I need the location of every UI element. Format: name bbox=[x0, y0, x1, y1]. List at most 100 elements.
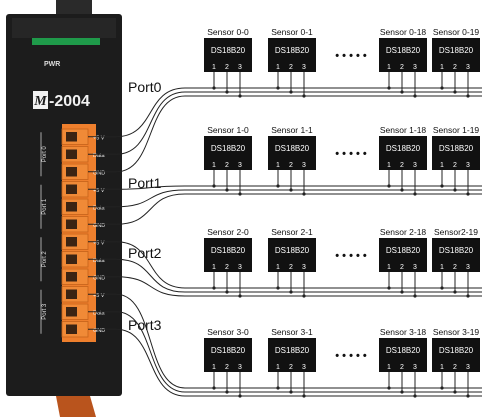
sensor-label: Sensor 0-1 bbox=[271, 27, 313, 37]
model-mark-box bbox=[33, 91, 48, 109]
screw-slot bbox=[66, 272, 77, 282]
junction-dot bbox=[466, 294, 470, 298]
junction-dot bbox=[276, 286, 280, 290]
chip-pin-number: 2 bbox=[453, 162, 457, 169]
chip-pin-number: 1 bbox=[440, 364, 444, 371]
ellipsis-more-sensors: • • • • • bbox=[335, 50, 367, 62]
junction-dot bbox=[225, 90, 229, 94]
feed-wire bbox=[88, 193, 186, 225]
chip-pin-number: 3 bbox=[466, 264, 470, 271]
junction-dot bbox=[387, 86, 391, 90]
chip-pin-number: 1 bbox=[212, 64, 216, 71]
ellipsis-more-sensors: • • • • • bbox=[335, 350, 367, 362]
junction-dot bbox=[413, 192, 417, 196]
chip-pin-number: 2 bbox=[225, 64, 229, 71]
sensor-label: Sensor 3-18 bbox=[380, 327, 427, 337]
junction-dot bbox=[238, 192, 242, 196]
chip-label: DS18B20 bbox=[439, 46, 474, 55]
pwr-led-strip bbox=[32, 38, 100, 45]
junction-dot bbox=[238, 94, 242, 98]
sensor-label: Sensor 0-19 bbox=[433, 27, 480, 37]
port-side-label: Port 2 bbox=[42, 251, 48, 268]
junction-dot bbox=[225, 390, 229, 394]
junction-dot bbox=[440, 86, 444, 90]
junction-dot bbox=[238, 394, 242, 398]
port-side-label: Port 1 bbox=[42, 198, 48, 215]
chip-pin-number: 3 bbox=[413, 162, 417, 169]
feed-wire bbox=[88, 276, 186, 297]
sensor-label: Sensor 3-19 bbox=[433, 327, 480, 337]
feed-wire bbox=[88, 185, 186, 190]
junction-dot bbox=[238, 294, 242, 298]
feed-wire bbox=[88, 95, 186, 173]
chip-pin-number: 2 bbox=[225, 264, 229, 271]
chip-pin-number: 2 bbox=[289, 64, 293, 71]
pin-label: Data bbox=[93, 258, 106, 264]
feed-wire bbox=[88, 91, 186, 155]
sensor-label: Sensor 2-1 bbox=[271, 227, 313, 237]
screw-slot bbox=[66, 167, 77, 177]
pwr-label: PWR bbox=[44, 61, 60, 68]
model-name: -2004 bbox=[49, 93, 90, 110]
pin-label: +5 V bbox=[93, 135, 105, 141]
junction-dot bbox=[466, 192, 470, 196]
ds18b20-chip bbox=[379, 238, 427, 272]
chip-pin-number: 2 bbox=[400, 264, 404, 271]
sensor-label: Sensor 0-18 bbox=[380, 27, 427, 37]
feed-wire bbox=[88, 87, 186, 138]
junction-dot bbox=[413, 294, 417, 298]
chip-pin-number: 3 bbox=[302, 364, 306, 371]
chip-label: DS18B20 bbox=[211, 246, 246, 255]
chip-label: DS18B20 bbox=[439, 246, 474, 255]
terminal-pin: +5 V bbox=[61, 233, 105, 250]
junction-dot bbox=[387, 386, 391, 390]
chip-pin-number: 3 bbox=[466, 364, 470, 371]
ds18b20-chip bbox=[379, 38, 427, 72]
terminal-pin: +5 V bbox=[61, 128, 105, 145]
chip-pin-number: 3 bbox=[302, 162, 306, 169]
port-label: Port0 bbox=[128, 79, 162, 95]
chip-pin-number: 1 bbox=[387, 364, 391, 371]
chip-label: DS18B20 bbox=[386, 346, 421, 355]
feed-wire bbox=[88, 328, 186, 397]
chip-pin-number: 2 bbox=[400, 64, 404, 71]
chip-pin-number: 3 bbox=[238, 64, 242, 71]
sensor-label: Sensor 3-1 bbox=[271, 327, 313, 337]
junction-dot bbox=[440, 386, 444, 390]
chip-label: DS18B20 bbox=[275, 144, 310, 153]
ds18b20-chip bbox=[204, 38, 252, 72]
junction-dot bbox=[302, 294, 306, 298]
chip-pin-number: 3 bbox=[466, 162, 470, 169]
junction-dot bbox=[400, 290, 404, 294]
screw-slot bbox=[66, 289, 77, 299]
chip-pin-number: 1 bbox=[212, 364, 216, 371]
pin-label: GND bbox=[93, 170, 105, 176]
chip-pin-number: 1 bbox=[387, 64, 391, 71]
screw-slot bbox=[66, 184, 77, 194]
ds18b20-chip bbox=[432, 238, 480, 272]
sensor-label: Sensor 1-0 bbox=[207, 125, 249, 135]
junction-dot bbox=[387, 286, 391, 290]
junction-dot bbox=[289, 188, 293, 192]
model-mark: M bbox=[33, 94, 47, 109]
chip-pin-number: 3 bbox=[413, 364, 417, 371]
chip-pin-number: 3 bbox=[466, 64, 470, 71]
junction-dot bbox=[413, 394, 417, 398]
pin-label: Data bbox=[93, 205, 106, 211]
screw-slot bbox=[66, 307, 77, 317]
chip-pin-number: 2 bbox=[289, 364, 293, 371]
